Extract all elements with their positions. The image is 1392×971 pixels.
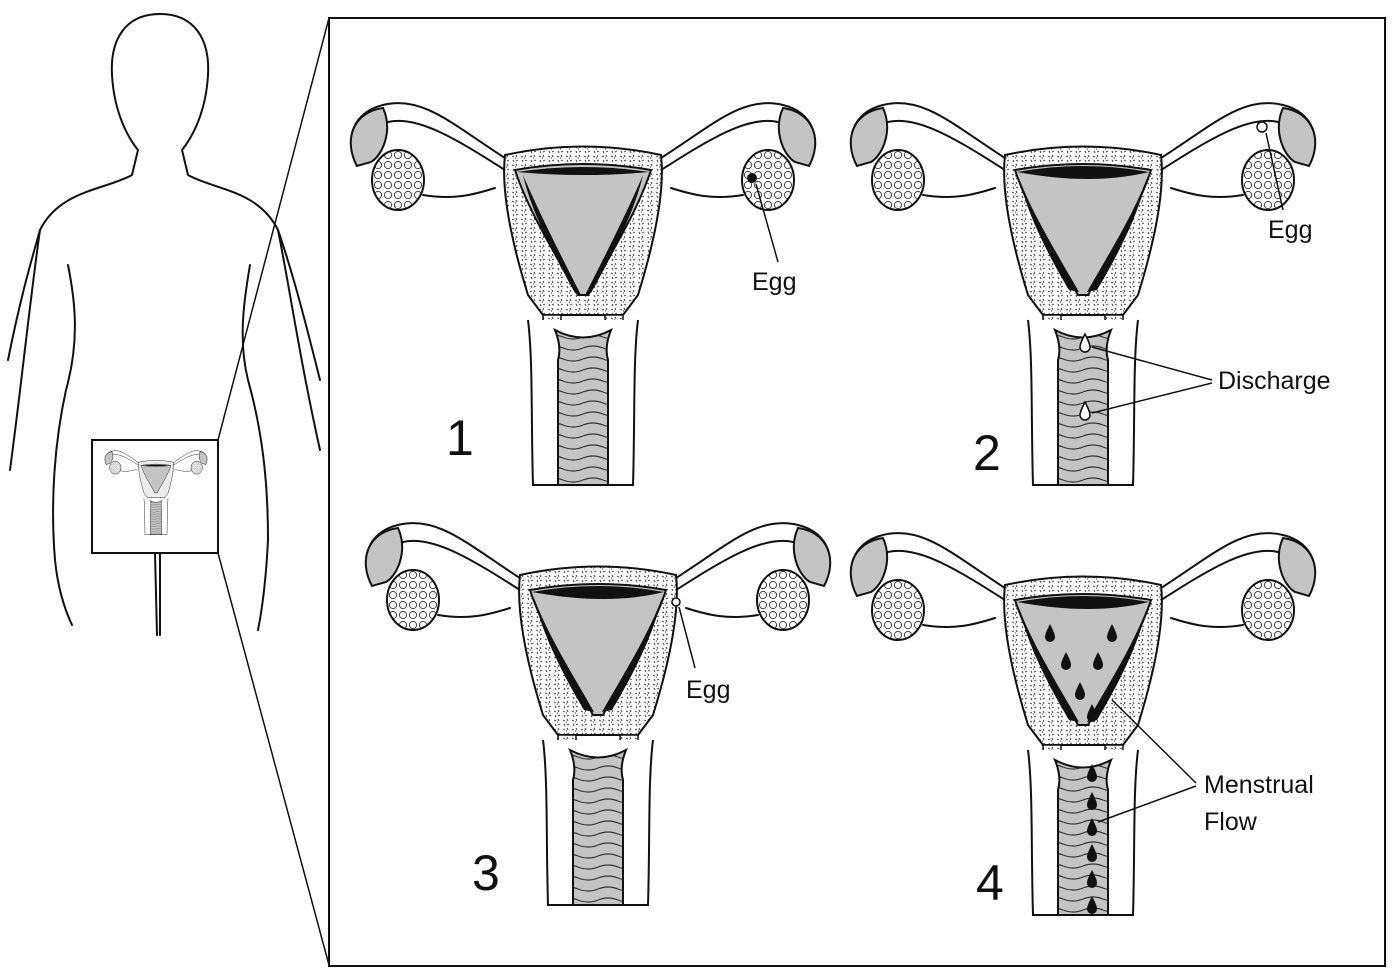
egg-label: Egg	[686, 676, 730, 704]
panel-number: 2	[973, 425, 1001, 481]
egg-icon	[1257, 122, 1267, 132]
egg-icon	[747, 173, 757, 183]
egg-label: Egg	[752, 268, 796, 296]
panel-number: 1	[446, 410, 474, 466]
panel-number: 4	[976, 855, 1004, 911]
egg-icon	[672, 598, 680, 606]
egg-label: Egg	[1268, 216, 1312, 244]
discharge-label: Discharge	[1218, 367, 1331, 395]
menstrual-label: Menstrual	[1204, 771, 1314, 799]
flow-label: Flow	[1204, 808, 1258, 836]
panel-number: 3	[472, 845, 500, 901]
body-outline-icon	[8, 14, 320, 635]
zoom-line-bottom	[218, 553, 329, 965]
zoom-line-top	[218, 18, 329, 440]
